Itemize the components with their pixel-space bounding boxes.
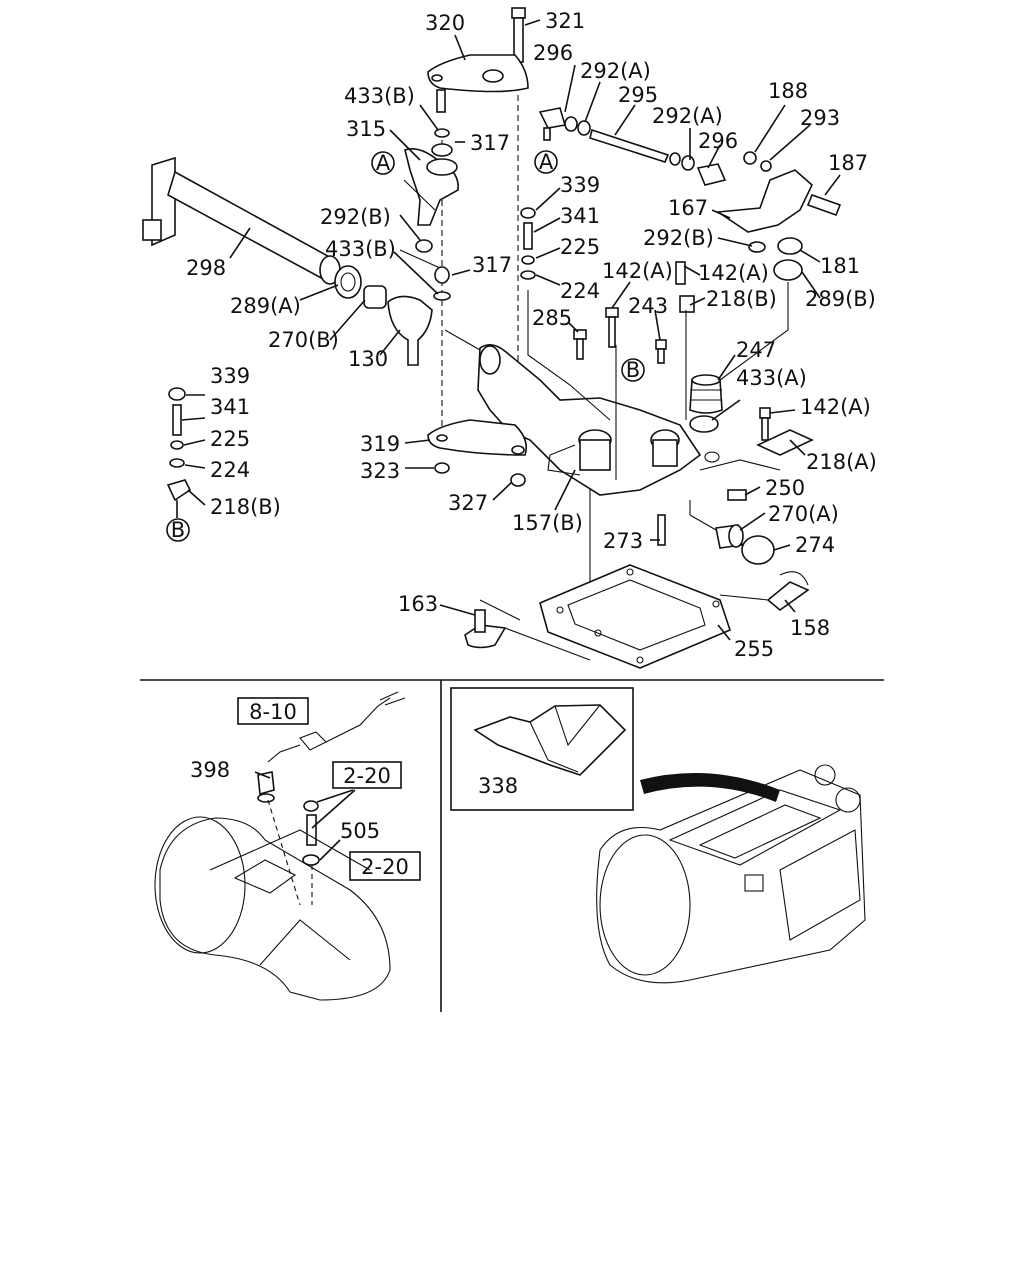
label-433b-1: 433(B)	[344, 84, 415, 108]
marker-b2: B	[166, 518, 190, 542]
label-319: 319	[360, 432, 400, 456]
gasket-plate-255	[539, 564, 731, 669]
marker-a2: A	[534, 150, 558, 174]
svg-text:B: B	[626, 358, 640, 382]
callout-labels: 320 321 296 292(A) 295 292(A) 296 188 29…	[186, 9, 877, 661]
label-295: 295	[618, 83, 658, 107]
marker-a1: A	[371, 151, 395, 175]
label-327: 327	[448, 491, 488, 515]
label-505: 505	[340, 819, 380, 843]
ref-box-8-10: 8-10	[237, 697, 309, 725]
bracket-location-view: 338	[450, 687, 866, 984]
label-225b: 225	[210, 427, 250, 451]
label-142a-3: 142(A)	[800, 395, 871, 419]
lever-319	[427, 419, 528, 456]
label-320: 320	[425, 11, 465, 35]
label-341a: 341	[560, 204, 600, 228]
label-270a: 270(A)	[768, 502, 839, 526]
bearing-289a	[334, 265, 362, 299]
label-247: 247	[736, 338, 776, 362]
label-296a: 296	[533, 41, 573, 65]
svg-text:2-20: 2-20	[343, 764, 391, 788]
label-224b: 224	[210, 458, 250, 482]
label-298: 298	[186, 256, 226, 280]
marker-b1: B	[621, 358, 645, 382]
svg-text:A: A	[539, 150, 554, 174]
location-arrow	[640, 772, 780, 802]
main-assembly	[142, 7, 842, 669]
lever-plate-320	[427, 54, 529, 93]
shift-housing	[477, 344, 702, 496]
label-292b-2: 292(B)	[643, 226, 714, 250]
label-130: 130	[348, 347, 388, 371]
bolt-321	[511, 7, 526, 63]
label-142a-1: 142(A)	[602, 259, 673, 283]
label-398: 398	[190, 758, 230, 782]
label-292a-2: 292(A)	[652, 104, 723, 128]
cap-247	[689, 379, 723, 414]
svg-text:2-20: 2-20	[361, 855, 409, 879]
label-433b-2: 433(B)	[325, 237, 396, 261]
label-321: 321	[545, 9, 585, 33]
label-339b: 339	[210, 364, 250, 388]
label-224a: 224	[560, 279, 600, 303]
label-142a-2: 142(A)	[698, 261, 769, 285]
label-323: 323	[360, 459, 400, 483]
label-255: 255	[734, 637, 774, 661]
label-250: 250	[765, 476, 805, 500]
label-187: 187	[828, 151, 868, 175]
label-243: 243	[628, 294, 668, 318]
label-158: 158	[790, 616, 830, 640]
switch-installation-view: 8-10 2-20 2-20 398	[154, 691, 421, 1001]
label-292a-1: 292(A)	[580, 59, 651, 83]
label-296b: 296	[698, 129, 738, 153]
label-433a: 433(A)	[736, 366, 807, 390]
label-181: 181	[820, 254, 860, 278]
svg-text:B: B	[171, 518, 185, 542]
label-293: 293	[800, 106, 840, 130]
label-341b: 341	[210, 395, 250, 419]
label-289a: 289(A)	[230, 294, 301, 318]
bracket-167	[715, 169, 813, 233]
label-273: 273	[603, 529, 643, 553]
label-167: 167	[668, 196, 708, 220]
label-289b: 289(B)	[805, 287, 876, 311]
label-317a: 317	[470, 131, 510, 155]
label-292b-1: 292(B)	[320, 205, 391, 229]
ref-box-2-20-a: 2-20	[332, 761, 402, 789]
label-163: 163	[398, 592, 438, 616]
label-218b-2: 218(B)	[210, 495, 281, 519]
wire-clip-158	[766, 581, 810, 612]
label-274: 274	[795, 533, 835, 557]
shaft-298	[142, 156, 341, 285]
label-218a: 218(A)	[806, 450, 877, 474]
label-157b: 157(B)	[512, 511, 583, 535]
label-338: 338	[478, 774, 518, 798]
ref-box-2-20-b: 2-20	[349, 851, 421, 881]
svg-text:A: A	[376, 151, 391, 175]
label-270b: 270(B)	[268, 328, 339, 352]
label-225a: 225	[560, 235, 600, 259]
label-188: 188	[768, 79, 808, 103]
label-315: 315	[346, 117, 386, 141]
label-285: 285	[532, 306, 572, 330]
label-218b-1: 218(B)	[706, 287, 777, 311]
lever-130	[387, 295, 433, 366]
label-317b: 317	[472, 253, 512, 277]
svg-text:8-10: 8-10	[249, 700, 297, 724]
label-339a: 339	[560, 173, 600, 197]
